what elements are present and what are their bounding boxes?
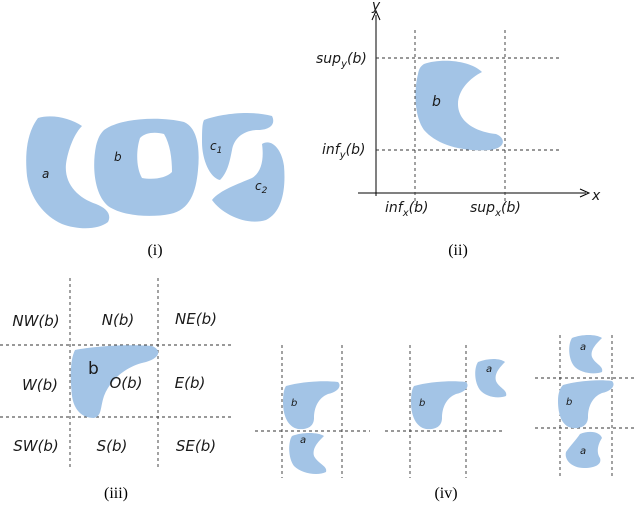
region-c1 — [202, 113, 274, 180]
caption-iii: (iii) — [104, 485, 128, 502]
caption-ii: (ii) — [448, 242, 468, 259]
axis-y-label: y — [371, 0, 381, 14]
region-a — [26, 116, 110, 229]
tile-nw: NW(b) — [12, 312, 59, 330]
label-b-ii: b — [432, 94, 441, 110]
sup-y-label: supy(b) — [316, 51, 367, 70]
panel-iv: b a b a a b a (iv) — [255, 335, 636, 502]
region-b — [94, 118, 199, 216]
tile-n: N(b) — [102, 311, 134, 329]
region-c2 — [212, 142, 285, 222]
caption-iv: (iv) — [434, 485, 457, 502]
label-c2: c2 — [255, 179, 268, 196]
tile-e: E(b) — [175, 374, 206, 392]
axis-x-label: x — [591, 188, 601, 204]
panel-iii: b NW(b) N(b) NE(b) W(b) O(b) E(b) SW(b) … — [0, 278, 232, 502]
iv-example-2: b a — [385, 345, 507, 478]
region-b-iii — [70, 345, 159, 418]
ex2-region-a — [475, 359, 507, 398]
ex3-region-a-top — [569, 335, 603, 374]
panel-ii: y x b supy(b) infy(b) infx(b) supx(b) (i… — [316, 0, 601, 259]
tile-s: S(b) — [97, 437, 128, 455]
ex1-region-a — [289, 433, 327, 474]
tile-w: W(b) — [22, 376, 58, 394]
tile-ne: NE(b) — [175, 310, 217, 328]
ex3-region-a-bottom — [565, 431, 602, 468]
ex1-region-b — [283, 381, 340, 430]
label-b-iii: b — [88, 359, 99, 379]
ex2-region-b — [411, 381, 468, 430]
label-c1: c1 — [210, 139, 222, 156]
ex1-label-a: a — [300, 435, 306, 446]
panel-i: a b c1 c2 (i) — [26, 113, 285, 259]
ex1-label-b: b — [291, 398, 297, 409]
ex3-label-b: b — [566, 397, 572, 408]
tile-o: O(b) — [109, 374, 142, 392]
inf-x-label: infx(b) — [385, 200, 428, 219]
caption-i: (i) — [147, 242, 162, 259]
label-a: a — [42, 167, 49, 181]
region-b-ii — [415, 60, 503, 151]
label-b: b — [114, 150, 122, 164]
iv-example-1: b a — [255, 345, 370, 478]
ex3-label-a-top: a — [580, 342, 586, 353]
ex2-label-a: a — [486, 364, 492, 375]
tile-sw: SW(b) — [13, 437, 59, 455]
sup-x-label: supx(b) — [470, 200, 521, 219]
y-axis-arrow — [371, 9, 381, 21]
ex3-region-b — [558, 380, 614, 429]
tile-se: SE(b) — [176, 437, 216, 455]
ex3-label-a-bottom: a — [580, 446, 586, 457]
inf-y-label: infy(b) — [322, 142, 365, 161]
x-axis-arrow — [579, 188, 591, 198]
iv-example-3: a b a — [535, 335, 636, 478]
ex2-label-b: b — [419, 398, 425, 409]
